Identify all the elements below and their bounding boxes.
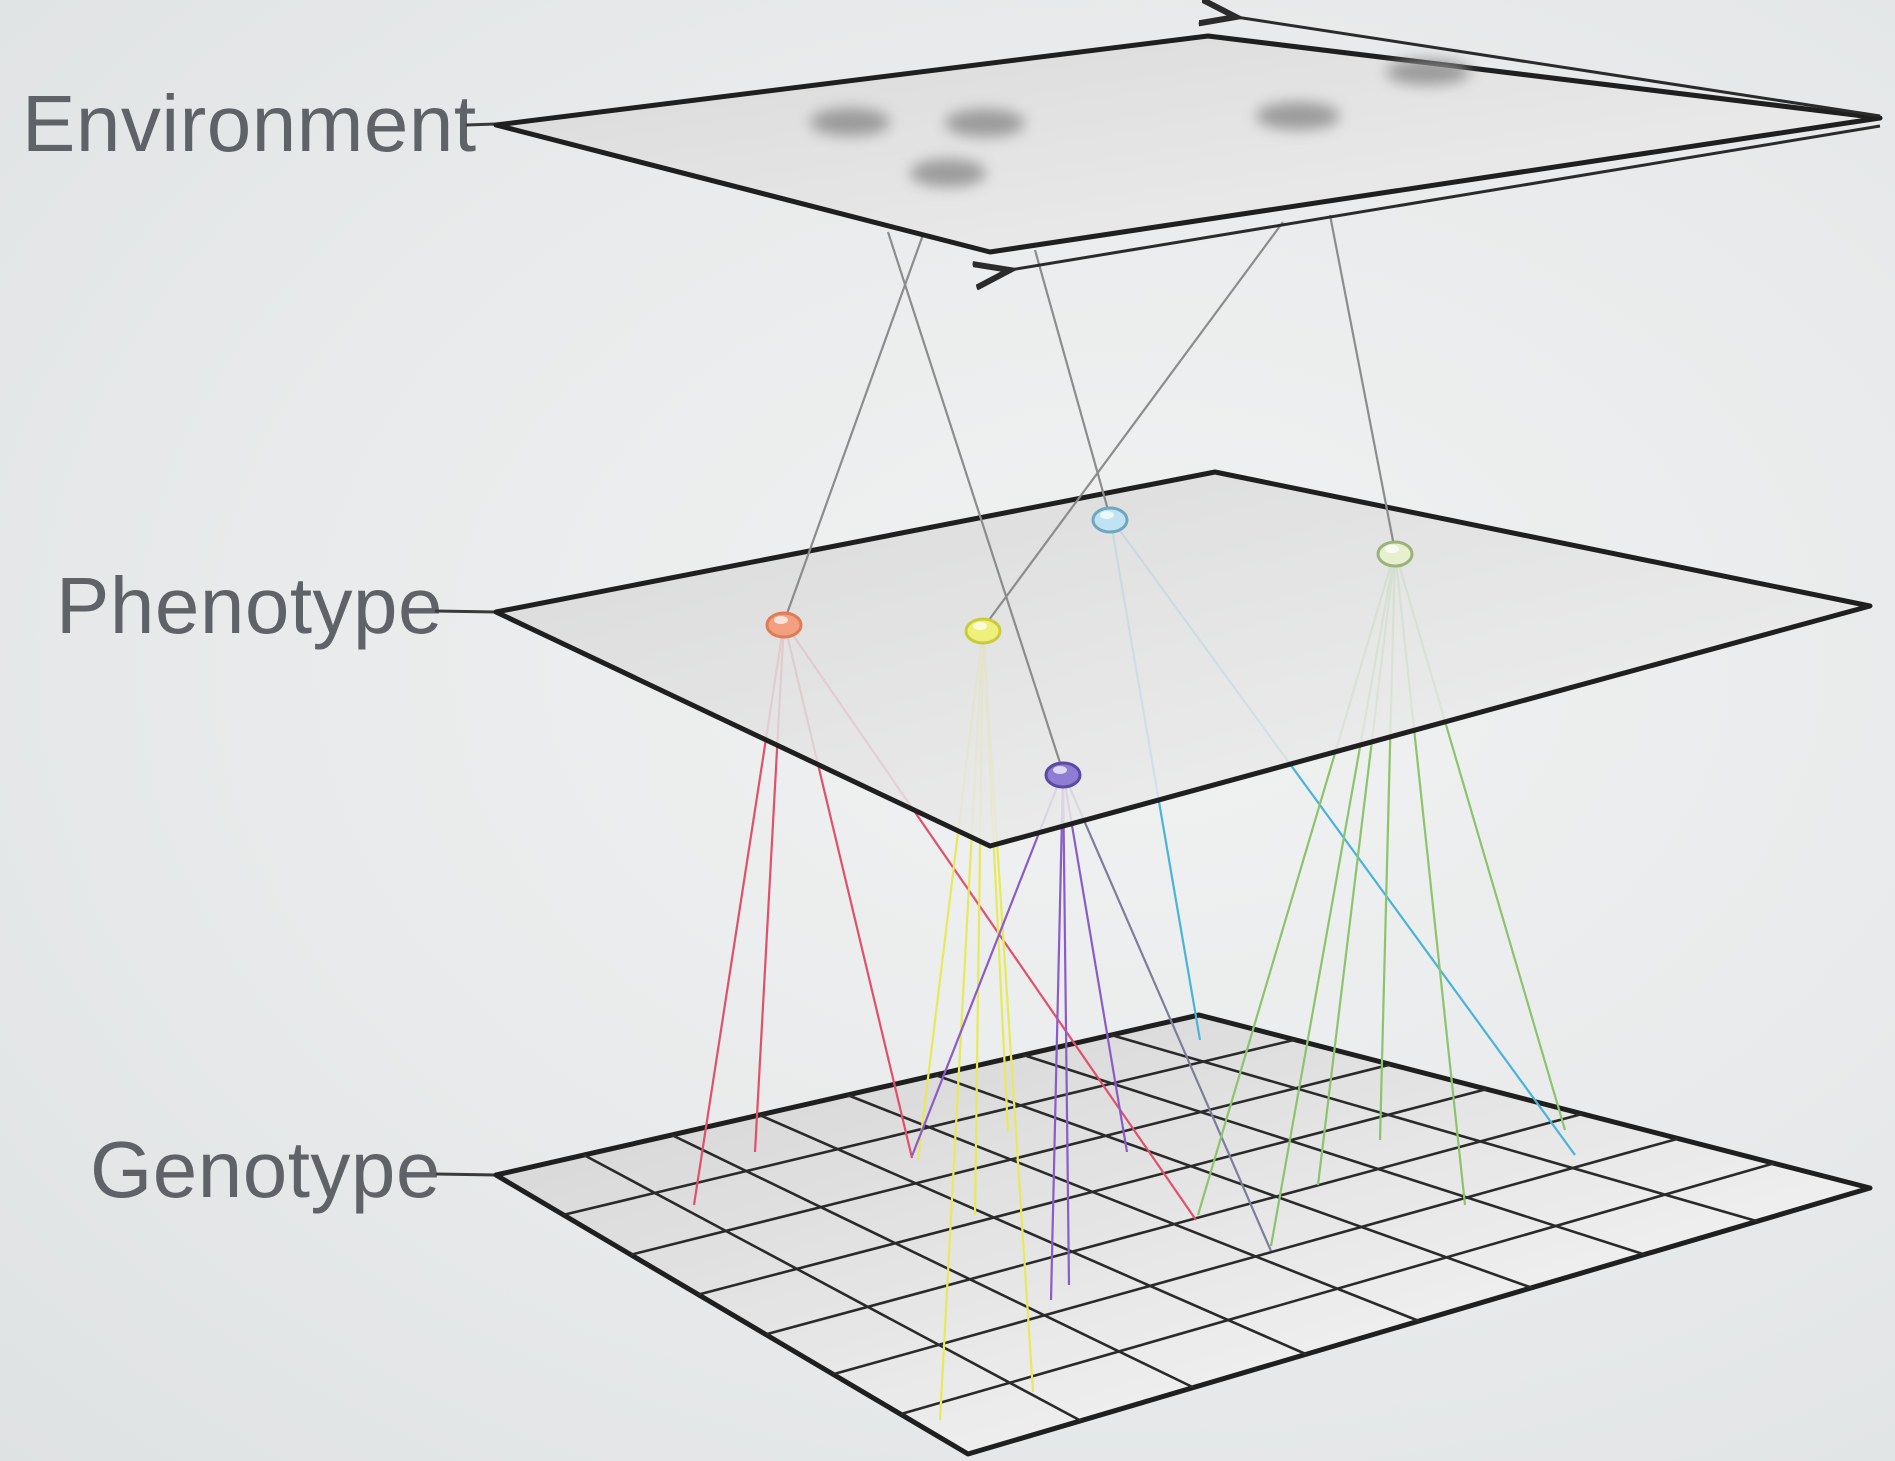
resource-blob (810, 108, 890, 136)
grid-line (1022, 1053, 1645, 1256)
phenotype-plane (493, 469, 1873, 849)
feedback-arrow-top (1236, 17, 1881, 118)
purple-gene-link (910, 771, 1065, 1157)
feedback-arrow-bottom (1010, 124, 1881, 270)
genotype-leader (435, 1172, 497, 1177)
resource-blob (1386, 59, 1470, 85)
grid-line (697, 1087, 1487, 1296)
purple-gene-link (1061, 771, 1071, 1286)
grid-line (671, 1133, 1195, 1389)
resource-blob (910, 159, 986, 187)
environment-link (782, 231, 926, 623)
grid-line (563, 1038, 1296, 1217)
purple-gene-link (1061, 771, 1129, 1153)
red-node-highlight (774, 616, 788, 624)
grid-line (900, 1162, 1775, 1416)
environment-link (982, 221, 1284, 629)
environment-link (1033, 249, 1112, 518)
resource-blob (945, 109, 1025, 137)
grid-line (934, 1073, 1533, 1289)
grid-line (832, 1137, 1679, 1376)
purple-gene-link (1049, 771, 1065, 1301)
environment-leader (465, 122, 497, 127)
green-node-highlight (1385, 545, 1399, 553)
genotype-label: Genotype (90, 1125, 441, 1214)
environment-label: Environment (22, 79, 477, 168)
phenotype-label: Phenotype (56, 561, 444, 650)
environment-link (886, 231, 1065, 773)
resource-blob (1256, 102, 1340, 130)
cyan-node-highlight (1100, 511, 1114, 519)
grid-line (630, 1063, 1392, 1256)
grid-line (583, 1153, 1082, 1422)
genotype-plane (493, 1012, 1873, 1457)
phenotype-nodes (765, 506, 1414, 789)
environment-plane (493, 33, 1883, 255)
grid-line (765, 1112, 1583, 1336)
yellow-node-highlight (973, 622, 987, 630)
environment-resources (810, 59, 1470, 187)
grid-line (759, 1113, 1307, 1356)
environment-link (1328, 214, 1397, 552)
grid-line (1110, 1033, 1758, 1223)
purple-node-highlight (1053, 766, 1067, 774)
purple-gene-link (1061, 771, 1273, 1252)
environment-phenotype-links (782, 214, 1397, 773)
genotype-grid (563, 1033, 1775, 1422)
phenotype-leader (434, 609, 497, 614)
grid-line (847, 1093, 1420, 1323)
